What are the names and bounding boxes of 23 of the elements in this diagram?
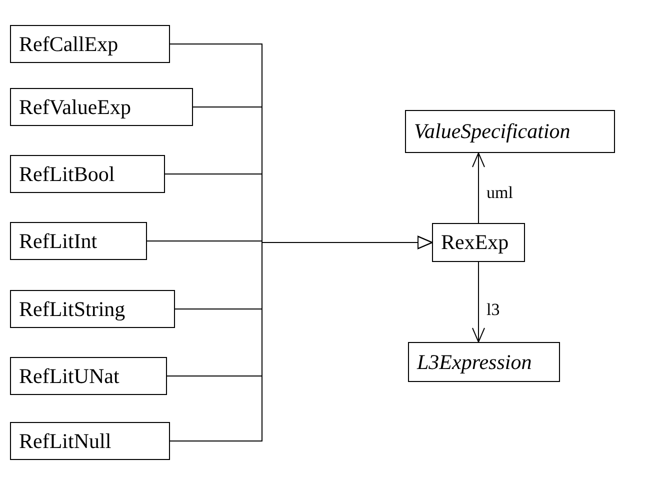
class-name: RefCallExp bbox=[19, 32, 118, 56]
class-box bbox=[10, 25, 170, 63]
class-box bbox=[408, 342, 560, 382]
class-box bbox=[10, 88, 193, 126]
connector-arrow bbox=[170, 236, 432, 442]
class-name: RefLitInt bbox=[19, 228, 98, 254]
class-box bbox=[10, 357, 167, 395]
class-name: RexExp bbox=[441, 230, 509, 255]
class-name: L3Expression bbox=[417, 350, 532, 374]
class-box bbox=[405, 110, 615, 153]
class-box bbox=[10, 290, 175, 328]
class-box bbox=[432, 223, 525, 262]
connector-arrow bbox=[472, 262, 485, 342]
connector-arrow bbox=[472, 152, 485, 224]
class-name: ValueSpecification bbox=[414, 119, 570, 144]
class-box bbox=[10, 155, 165, 193]
class-box bbox=[10, 422, 170, 460]
class-name: RefLitString bbox=[19, 296, 126, 322]
class-name: RefLitNull bbox=[19, 428, 112, 454]
class-box bbox=[10, 222, 147, 260]
class-name: RefLitUNat bbox=[19, 364, 120, 388]
class-name: RefLitBool bbox=[19, 162, 115, 186]
class-name: RefValueExp bbox=[19, 94, 131, 120]
